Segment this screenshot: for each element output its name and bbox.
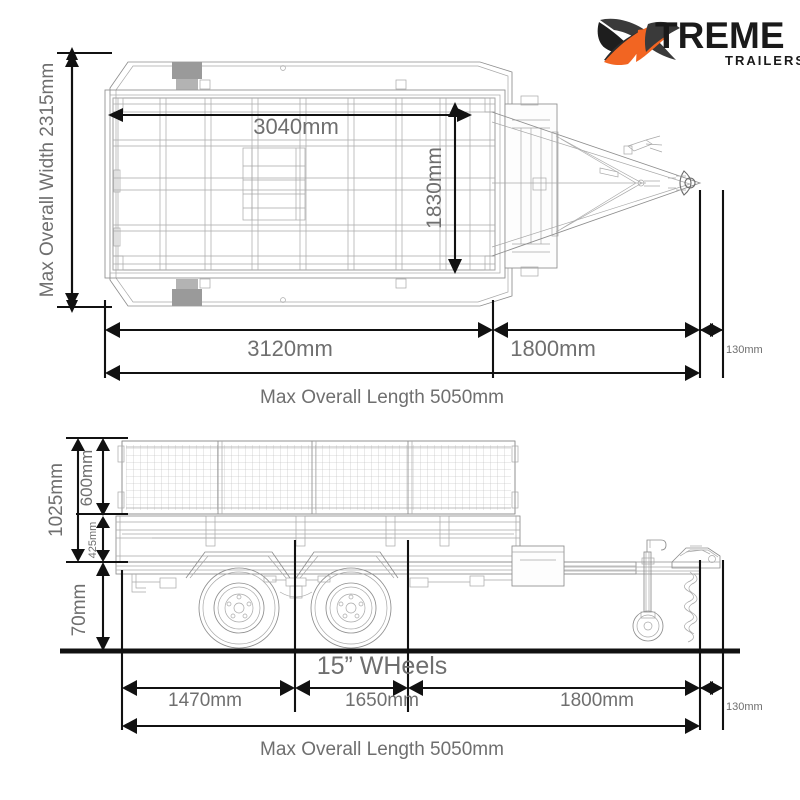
dim-drawbar-length-top: 1800mm [510,336,596,361]
coupling-head-top [668,170,696,196]
dim-drawbar-length-side: 1800mm [560,690,634,711]
dim-coupling-offset-side: 130mm [726,701,763,713]
dim-overall-length-top: Max Overall Length 5050mm [260,387,504,408]
label-wheel-size: 15” WHeels [317,652,448,680]
wheel-rear [310,567,392,649]
handbrake-top [623,135,663,155]
drawbar-top-view [491,111,702,257]
chassis-rail [115,561,700,575]
cage-mesh [117,440,519,515]
dim-body-length: 3120mm [247,336,333,361]
coupling-head-side [671,545,721,569]
svg-text:TRAILERS: TRAILERS [725,53,800,68]
mudguards [185,551,399,579]
dim-front-overhang: 1470mm [168,690,242,711]
dim-cage-height: 600mm [77,450,96,507]
dim-internal-width: 1830mm [423,147,446,229]
dim-side-height: 425mm [87,522,99,559]
brand-logo: TREME TRAILERS [597,15,800,68]
safety-chain [684,571,698,643]
top-view-dimensions: Max Overall Width 2315mm 3040mm 1830mm 3… [37,47,763,408]
wheel-front [198,567,280,649]
dim-ground-clearance: 70mm [69,584,90,637]
toolbox-side-view [511,545,565,587]
top-view-drawing [104,61,702,307]
dim-internal-length: 3040mm [253,114,339,139]
jockey-wheel [632,539,667,642]
dim-overall-length-side: Max Overall Length 5050mm [260,739,504,760]
dim-total-height: 1025mm [46,463,67,537]
side-view-drawing [115,440,721,649]
side-view-dimensions: 1025mm 600mm 425mm 70mm 15” WHe [46,436,763,760]
dim-coupling-offset-top: 130mm [726,344,763,356]
svg-text:TREME: TREME [655,15,785,56]
dim-axle-span: 1650mm [345,690,419,711]
dim-overall-width: Max Overall Width 2315mm [37,63,58,297]
